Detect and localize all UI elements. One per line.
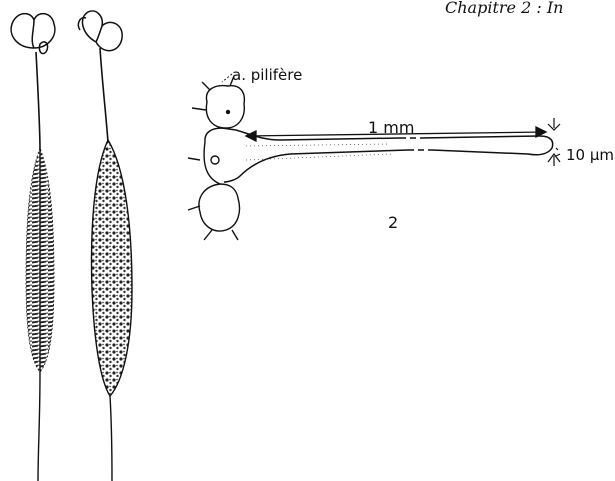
coated-root-zone-right [92,140,132,396]
cotyledons-left [11,14,55,54]
seedling-right [78,11,132,481]
epidermal-cells [188,76,244,240]
root-axis-right [110,396,112,481]
root-hair-diagram [188,74,560,240]
length-label: 1 mm [368,118,414,137]
hypocotyl-left [36,52,40,150]
width-arrows-10um [548,118,560,166]
seedling-left [11,14,55,481]
root-hair-break [400,138,432,150]
label-leader-line [222,74,232,82]
hypocotyl-right [100,48,108,142]
figure-number: 2 [388,213,398,232]
cotyledons-right [78,11,122,51]
cell-label: a. pilifère [232,66,302,84]
root-hair-tube [224,130,553,182]
width-label: 10 µm [566,146,614,164]
